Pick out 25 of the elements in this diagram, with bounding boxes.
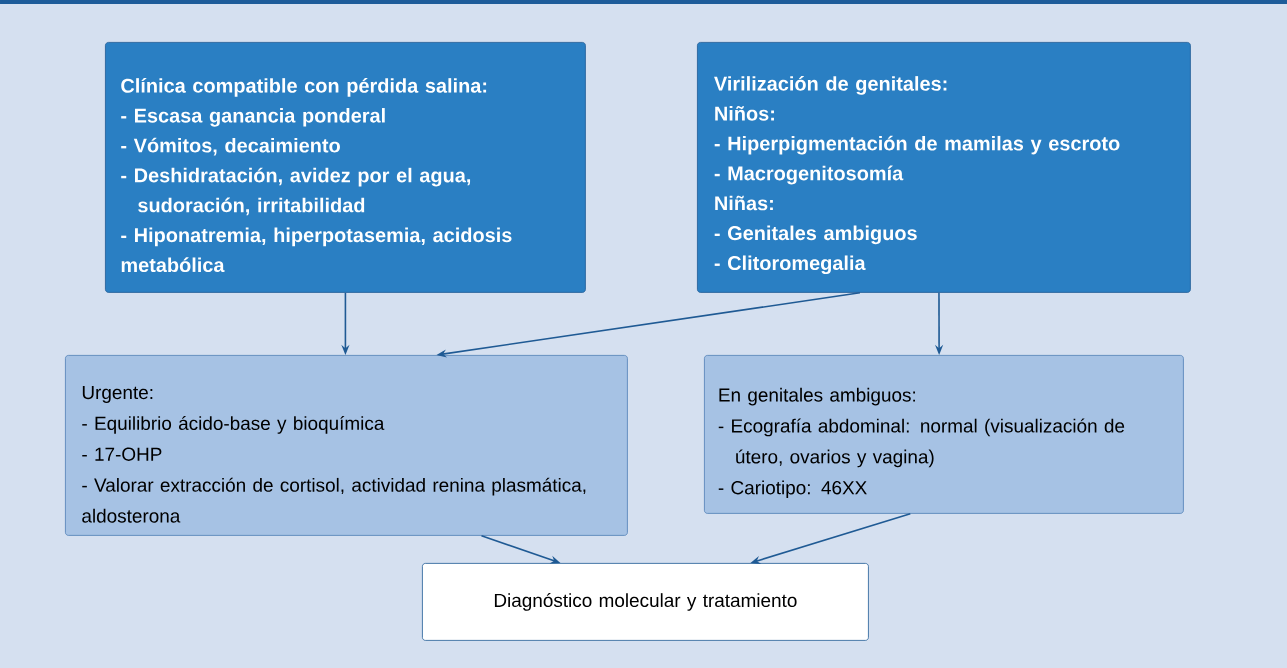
finding-box [105, 42, 586, 293]
list-item: - Cariotipo: 46XX [718, 480, 867, 499]
test-box [65, 355, 628, 536]
heading: En genitales ambiguos: [719, 387, 915, 406]
list-item: - Macrogenitosomía [714, 165, 904, 185]
list-item: - Equilibrio ácido-base y bioquímica [82, 415, 385, 434]
list-item: - Valorar extracción de cortisol, actividad renina plasmática, aldosterona [82, 477, 586, 523]
list-item: - Genitales ambiguos [714, 225, 917, 245]
node-text: Diagnóstico molecular y tratamiento [494, 592, 797, 611]
heading: Clínica compatible con pérdida salina: [121, 77, 487, 97]
list-item: - Hiperpigmentación de mamilas y escroto [714, 135, 1120, 155]
list-item: Niños: [715, 106, 774, 121]
heading: Virilización de genitales: [714, 75, 947, 95]
heading: Urgente: [82, 385, 153, 403]
result-box [422, 563, 869, 641]
list-item: - 17-OHP [82, 447, 162, 461]
list-item: - Escasa ganancia ponderal [121, 108, 385, 127]
finding-box [697, 42, 1191, 293]
list-item: - Ecografía abdominal: normal (visualización de útero, ovarios y vagina) [718, 418, 1125, 468]
list-item: - Deshidratación, avidez por el agua, sudoración, irritabilidad [121, 167, 471, 216]
list-item: - Vómitos, decaimiento [121, 137, 340, 156]
test-box [704, 355, 1184, 514]
list-item: Niñas: [715, 195, 773, 211]
list-item: - Clitoromegalia [714, 255, 866, 275]
list-item: - Hiponatremia, hiperpotasemia, acidosis metabólica [121, 227, 512, 273]
